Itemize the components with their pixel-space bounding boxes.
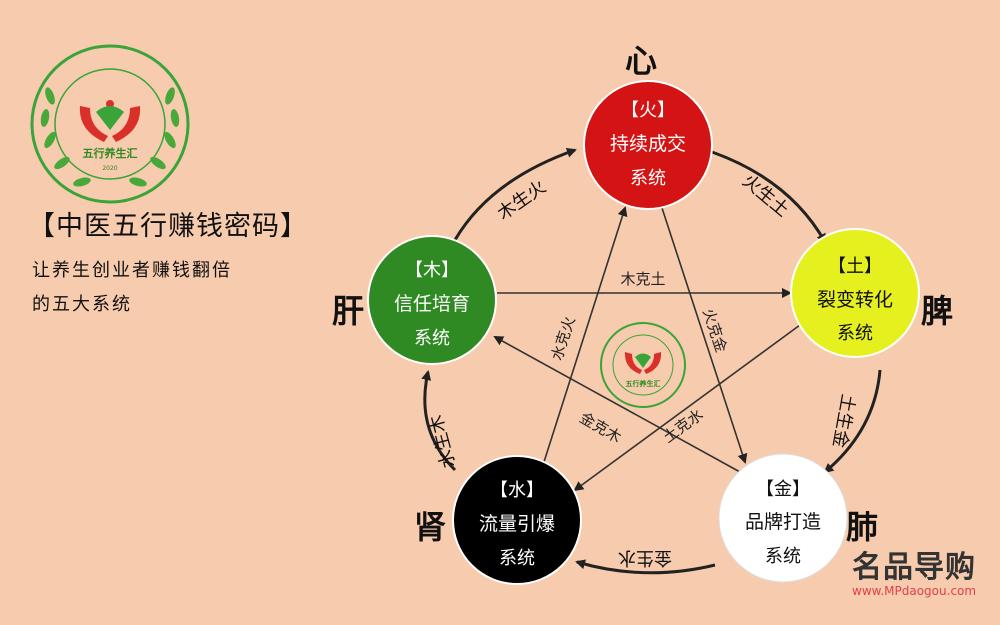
svg-text:持续成交: 持续成交: [610, 133, 686, 155]
svg-text:系统: 系统: [499, 548, 535, 569]
organ-spleen: 脾: [921, 292, 953, 330]
logo: 五行养生汇 2020: [30, 44, 190, 204]
label-wood-earth: 木克土: [620, 270, 665, 288]
line-fire-metal: [661, 207, 748, 464]
label-metal-water: 金生水: [618, 547, 672, 568]
svg-text:品牌打造: 品牌打造: [745, 511, 821, 533]
svg-text:【木】: 【木】: [405, 260, 459, 281]
organ-lung: 肺: [846, 508, 878, 546]
arrow-wood-fire: [453, 147, 577, 241]
svg-text:信任培育: 信任培育: [394, 293, 470, 315]
svg-text:系统: 系统: [765, 546, 801, 567]
subtitle-line-1: 让养生创业者赚钱翻倍: [32, 260, 232, 281]
watermark-brand: 名品导购: [852, 550, 977, 585]
page-title: 【中医五行赚钱密码】: [28, 211, 308, 242]
label-fire-metal: 火克金: [699, 306, 730, 354]
subtitle-line-2: 的五大系统: [32, 294, 132, 315]
svg-text:系统: 系统: [630, 168, 666, 189]
organ-liver: 肝: [332, 292, 364, 330]
logo-name: 五行养生汇: [83, 146, 138, 160]
watermark: 名品导购 www.MPdaogou.com: [852, 550, 977, 599]
label-water-wood: 水生木: [426, 413, 460, 471]
label-water-fire: 水克火: [548, 314, 579, 362]
svg-text:系统: 系统: [414, 328, 450, 349]
logo-year: 2020: [102, 165, 117, 172]
label-metal-wood: 金克木: [577, 409, 625, 447]
hands-icon: [79, 100, 141, 142]
laurel-icon: [40, 87, 180, 187]
node-fire: 【火】 持续成交 系统: [583, 80, 713, 210]
arrow-fire-earth: [711, 150, 827, 244]
svg-text:五行养生汇: 五行养生汇: [626, 379, 661, 388]
node-wood: 【木】 信任培育 系统: [367, 235, 497, 365]
node-earth: 【土】 裂变转化 系统: [790, 228, 920, 358]
node-water: 【水】 流量引爆 系统: [452, 455, 582, 585]
svg-text:流量引爆: 流量引爆: [479, 513, 555, 535]
center-logo: 五行养生汇: [600, 322, 686, 408]
arrow-water-wood: [421, 370, 457, 472]
line-water-fire: [542, 206, 628, 466]
svg-text:裂变转化: 裂变转化: [817, 289, 893, 311]
watermark-url: www.MPdaogou.com: [852, 584, 977, 598]
svg-text:【金】: 【金】: [756, 479, 810, 500]
svg-text:【水】: 【水】: [490, 480, 544, 501]
node-metal: 【金】 品牌打造 系统: [718, 453, 848, 583]
line-metal-wood: [493, 336, 741, 473]
organ-kidney: 肾: [414, 508, 446, 546]
svg-text:系统: 系统: [837, 323, 873, 344]
svg-text:【火】: 【火】: [621, 100, 675, 121]
arrow-metal-water: [575, 559, 716, 575]
label-wood-fire: 木生火: [494, 176, 550, 224]
svg-text:【土】: 【土】: [828, 256, 882, 277]
line-earth-water: [573, 324, 801, 492]
organ-heart: 心: [625, 42, 657, 80]
arrow-earth-metal: [823, 369, 882, 474]
